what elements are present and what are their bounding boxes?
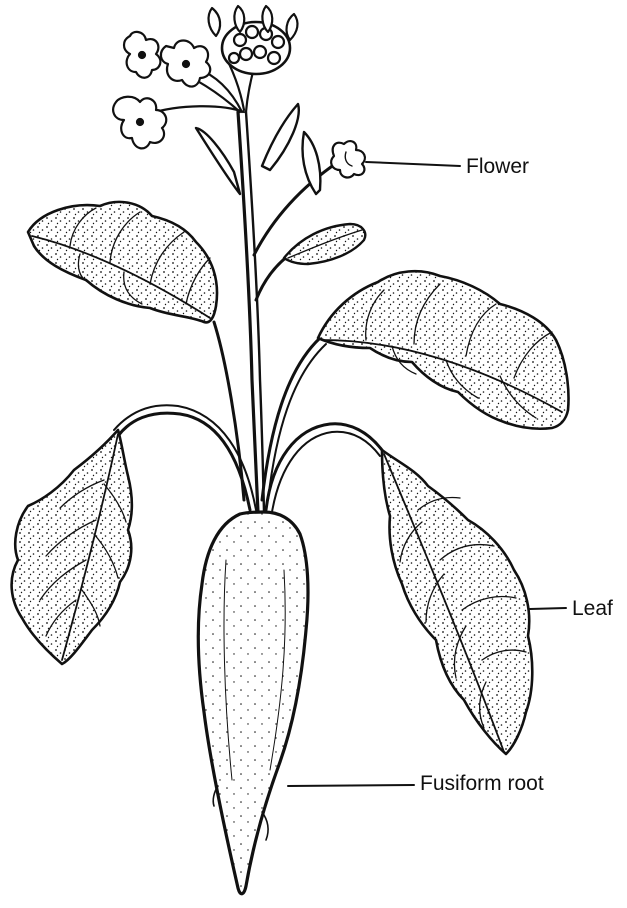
open-flower-3 <box>113 97 166 149</box>
root-leader-line <box>288 785 414 786</box>
flower-leader-line <box>366 162 460 166</box>
leaf-small-upper <box>284 224 365 264</box>
main-stem <box>238 112 264 512</box>
labeled-flower-bud <box>331 141 365 177</box>
leaf-label: Leaf <box>572 597 613 621</box>
flower-cluster <box>113 6 365 177</box>
fusiform-root <box>198 512 308 894</box>
fusiform-root-label: Fusiform root <box>420 772 544 796</box>
floral-bracts <box>196 104 320 194</box>
leaf-upper-left <box>28 202 217 322</box>
leaf-upper-right <box>318 271 569 429</box>
open-flower-1 <box>124 32 160 78</box>
leaf-lower-left <box>12 430 132 664</box>
leaf-lower-right <box>382 450 532 754</box>
leaf-leader-line <box>530 608 566 609</box>
open-flower-2 <box>161 41 210 87</box>
flower-label: Flower <box>466 155 529 179</box>
